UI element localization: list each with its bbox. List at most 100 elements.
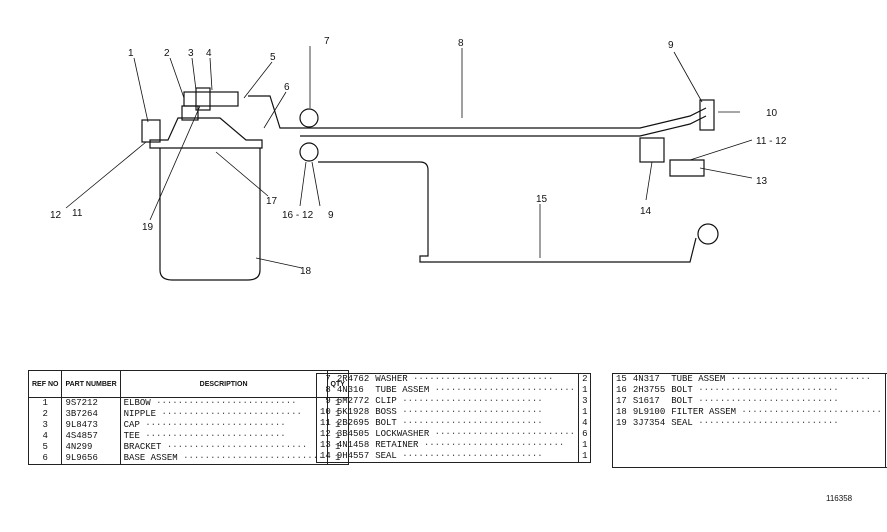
filter-canister bbox=[159, 148, 261, 281]
callout-14: 14 bbox=[640, 206, 652, 217]
header-qty: QTY bbox=[327, 370, 349, 398]
retainer bbox=[639, 137, 665, 163]
nipple-fitting bbox=[181, 105, 199, 121]
table-row: 12 3B4505 LOCKWASHER 6 bbox=[317, 429, 591, 440]
part-cell: 2H3755 bbox=[632, 385, 666, 395]
ref-cell: 7 bbox=[325, 374, 331, 384]
desc-cell: SEAL bbox=[668, 418, 886, 429]
ref-cell: 18 bbox=[616, 407, 627, 417]
tube-assem-lower bbox=[318, 161, 697, 263]
part-cell: 9H4557 bbox=[336, 451, 370, 461]
qty-cell: 3 bbox=[582, 396, 588, 406]
bracket bbox=[141, 119, 161, 143]
clip-upper bbox=[299, 108, 319, 128]
table-row: 13 4N1458 RETAINER 1 bbox=[317, 440, 591, 451]
ref-cell: 12 bbox=[320, 429, 331, 439]
part-cell: 4S4857 bbox=[61, 431, 121, 442]
table-header-row: REF NO PART NUMBER DESCRIPTION QTY bbox=[28, 370, 349, 398]
table-row: 14 9H4557 SEAL 1 bbox=[317, 451, 591, 463]
tube-assem-upper bbox=[300, 107, 707, 137]
desc-cell: BOLT bbox=[668, 396, 886, 407]
part-cell: 5K1928 bbox=[336, 407, 370, 417]
ref-cell: 8 bbox=[325, 385, 331, 395]
qty-cell: 1 bbox=[334, 409, 341, 419]
table-row: 5 4N299 BRACKET 1 bbox=[28, 442, 349, 453]
part-cell: 9S7212 bbox=[61, 397, 121, 409]
qty-cell: 1 bbox=[334, 453, 341, 463]
figure-number: 116358 bbox=[826, 494, 853, 503]
table-row: 9 6M2772 CLIP 3 bbox=[317, 396, 591, 407]
desc-cell: RETAINER bbox=[372, 440, 580, 451]
callout-9-top: 9 bbox=[668, 40, 674, 51]
qty-cell: 4 bbox=[582, 418, 588, 428]
part-cell: 3B4505 bbox=[336, 429, 370, 439]
boss bbox=[699, 99, 715, 131]
desc-cell: CLIP bbox=[372, 396, 580, 407]
part-cell: 4N316 bbox=[336, 385, 364, 395]
callout-2: 2 bbox=[164, 48, 170, 59]
table-row: 10 5K1928 BOSS 1 bbox=[317, 407, 591, 418]
qty-cell: 1 bbox=[582, 451, 588, 461]
parts-table-middle: 7 2R4762 WASHER 2 8 4N316 TUBE ASSEM 1 9… bbox=[316, 373, 592, 463]
ref-cell: 13 bbox=[320, 440, 331, 450]
desc-cell: ELBOW bbox=[120, 397, 328, 409]
desc-cell: BOLT bbox=[372, 418, 580, 429]
ref-cell: 2 bbox=[28, 409, 63, 420]
desc-cell bbox=[668, 429, 886, 468]
desc-cell: WASHER bbox=[372, 373, 580, 385]
header-ref-no: REF NO bbox=[28, 370, 63, 398]
ref-cell: 6 bbox=[28, 453, 63, 465]
filter-base bbox=[149, 117, 263, 149]
table-row: 16 2H3755 BOLT 2 bbox=[613, 385, 887, 396]
callout-7: 7 bbox=[324, 36, 330, 47]
header-part-number: PART NUMBER bbox=[61, 370, 121, 398]
table-row: 7 2R4762 WASHER 2 bbox=[317, 373, 591, 385]
header-description: DESCRIPTION bbox=[120, 370, 328, 398]
ref-cell bbox=[613, 429, 630, 468]
callout-9-bottom: 9 bbox=[328, 210, 334, 221]
clip-lower bbox=[299, 142, 319, 162]
ref-cell: 17 bbox=[616, 396, 627, 406]
table-row: 17 S1617 BOLT 1 bbox=[613, 396, 887, 407]
callout-19: 19 bbox=[142, 222, 154, 233]
callout-5: 5 bbox=[270, 52, 276, 63]
part-cell: 2R4762 bbox=[336, 374, 370, 384]
callout-1: 1 bbox=[128, 48, 134, 59]
table-row: 19 3J7354 SEAL 1 bbox=[613, 418, 887, 429]
seal-fitting bbox=[669, 159, 705, 177]
desc-cell: BASE ASSEM bbox=[120, 453, 328, 465]
table-row: 2 3B7264 NIPPLE 1 bbox=[28, 409, 349, 420]
qty-cell: 1 bbox=[334, 420, 341, 430]
parts-table-right: 15 4N317 TUBE ASSEM 1 16 2H3755 BOLT 2 1… bbox=[612, 373, 887, 468]
ref-cell: 5 bbox=[28, 442, 63, 453]
callout-17: 17 bbox=[266, 196, 278, 207]
part-cell: 4N317 bbox=[632, 374, 660, 384]
part-cell: 6M2772 bbox=[336, 396, 370, 406]
ref-cell: 10 bbox=[320, 407, 331, 417]
part-cell: 3B7264 bbox=[61, 409, 121, 420]
table-row: 3 9L8473 CAP 1 bbox=[28, 420, 349, 431]
qty-cell: 1 bbox=[334, 431, 341, 441]
part-cell: 9L9100 bbox=[632, 407, 666, 417]
desc-cell: TUBE ASSEM bbox=[372, 385, 580, 396]
callout-11-12: 11 - 12 bbox=[756, 136, 787, 147]
desc-cell: FILTER ASSEM bbox=[668, 407, 886, 418]
parts-exploded-diagram: 1 2 3 4 5 6 7 8 9 10 11 - 12 13 14 15 9 … bbox=[50, 36, 787, 281]
table-row-blank bbox=[613, 429, 887, 468]
banjo-fitting bbox=[697, 223, 719, 245]
desc-cell: BOLT bbox=[668, 385, 886, 396]
callout-12-left: 12 bbox=[50, 210, 62, 221]
callout-16-12: 16 - 12 bbox=[282, 210, 314, 221]
ref-cell: 15 bbox=[616, 374, 627, 384]
outlet-line bbox=[248, 95, 300, 129]
part-cell: 9L9656 bbox=[61, 453, 121, 465]
ref-cell: 19 bbox=[616, 418, 627, 428]
desc-cell: BOSS bbox=[372, 407, 580, 418]
part-cell: 4N1458 bbox=[336, 440, 370, 450]
parts-table-left: REF NO PART NUMBER DESCRIPTION QTY 1 9S7… bbox=[28, 370, 349, 465]
desc-cell: LOCKWASHER bbox=[372, 429, 580, 440]
part-cell: 4N299 bbox=[61, 442, 121, 453]
qty-cell: 1 bbox=[582, 385, 588, 395]
table-row: 18 9L9100 FILTER ASSEM 1 bbox=[613, 407, 887, 418]
table-row: 11 2B2695 BOLT 4 bbox=[317, 418, 591, 429]
